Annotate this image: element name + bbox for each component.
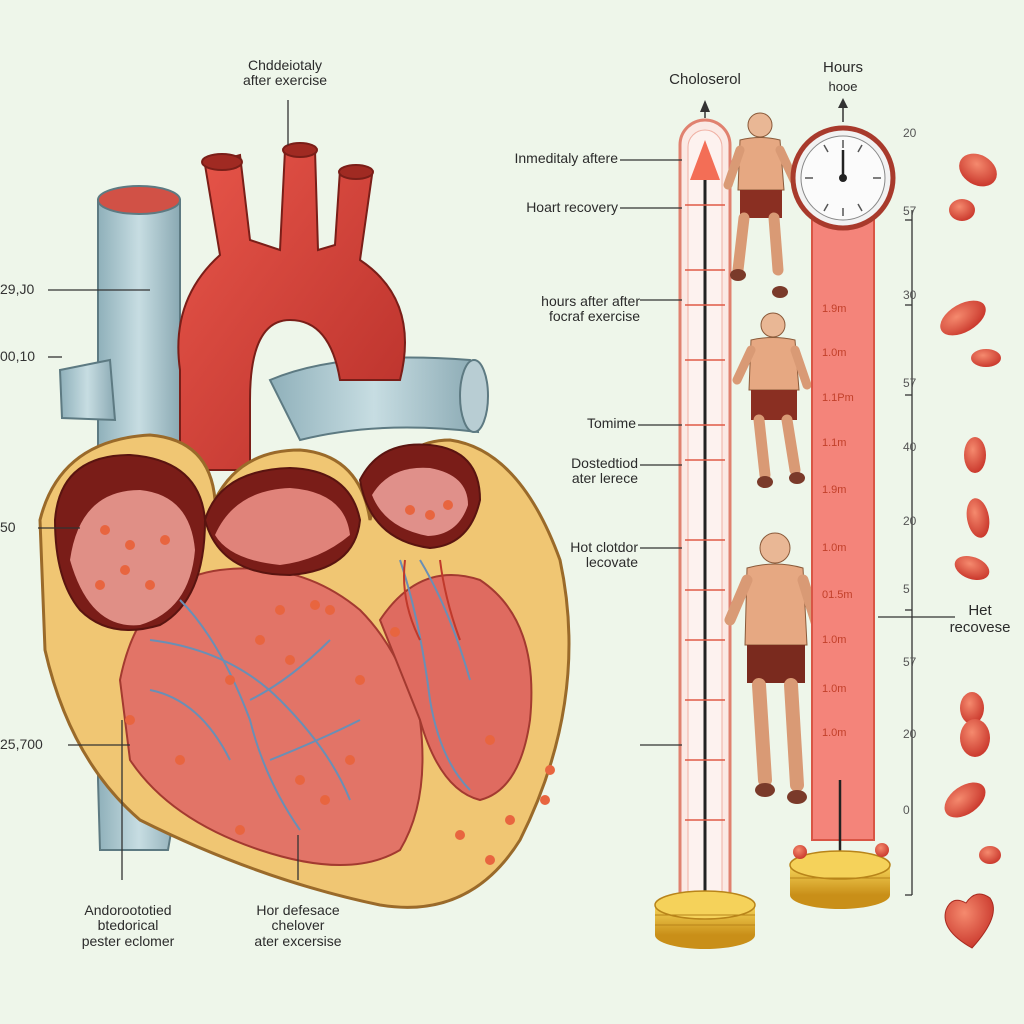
tube-label: Hot clotdor lecovate <box>570 539 638 571</box>
runner-icon <box>724 532 823 804</box>
tube-ticks <box>685 204 725 821</box>
scale-mark: 01.5m <box>822 589 853 601</box>
hours-subtitle: hoое <box>828 79 858 94</box>
right-axis-value: 57 <box>903 204 917 218</box>
pulmonary-vein <box>268 356 489 442</box>
heart-icon <box>944 893 994 949</box>
left-value: 50 <box>0 519 16 535</box>
right-axis-value: 40 <box>903 440 917 454</box>
left-pointers <box>38 100 299 880</box>
scale-mark: 1.9m <box>822 484 847 496</box>
hours-title: Hours <box>822 59 863 76</box>
cholesterol-tube <box>678 100 732 922</box>
left-value: 25,700 <box>0 736 43 752</box>
scale-mark: 1.1Pm <box>822 392 854 404</box>
bottom-middle-label: Hor defesace chelover ater excersise <box>254 902 342 949</box>
right-axis-value: 57 <box>903 376 917 390</box>
runner-icon <box>723 112 799 298</box>
tube-label: Tomime <box>586 415 636 431</box>
runner-icon <box>732 312 812 488</box>
bottom-left-label: Andoroototied btedorical pester eclomer <box>81 902 175 949</box>
coin-stack-icon <box>789 843 891 909</box>
scale-mark: 1.1m <box>822 437 847 449</box>
aorta <box>177 142 406 471</box>
tube-label: Dostedtiod ater lerece <box>571 455 638 487</box>
scale-mark: 1.0m <box>822 634 847 646</box>
right-axis-value: 30 <box>903 288 917 302</box>
right-axis-value: 20 <box>903 126 917 140</box>
right-axis-value: 57 <box>903 655 917 669</box>
right-axis-value: 20 <box>903 727 917 741</box>
left-value: 29,J0 <box>0 281 35 297</box>
left-value: 00,10 <box>0 348 36 364</box>
scale-mark: 1.0m <box>822 347 847 359</box>
right-pointers <box>878 210 955 896</box>
coronary-vessels <box>149 559 471 831</box>
side-label: Het recovese <box>949 602 1011 636</box>
tube-label: Inmeditaly aftere <box>514 150 619 166</box>
heart-illustration <box>38 142 571 909</box>
scale-mark: 1.9m <box>822 303 847 315</box>
tube-label: Hoart recovery <box>526 199 618 215</box>
right-axis-value: 0 <box>903 803 910 817</box>
scale-mark: 1.0m <box>822 542 847 554</box>
recovery-tube <box>811 189 875 872</box>
heart-top-label: Chddeiotaly after exercise <box>242 57 328 89</box>
tube-pointers <box>620 159 682 746</box>
tube-label: hours after after focraf exercise <box>541 293 640 325</box>
coin-stack-icon <box>654 890 756 949</box>
right-axis-value: 5 <box>903 582 910 596</box>
cholesterol-dots <box>95 500 555 865</box>
right-axis-value: 20 <box>903 514 917 528</box>
blood-cell-icon <box>940 153 1001 864</box>
cholesterol-title: Choloserol <box>669 71 741 88</box>
clock-icon[interactable] <box>790 98 896 231</box>
scale-mark: 1.0m <box>822 683 847 695</box>
scale-mark: 1.0m <box>822 727 847 739</box>
